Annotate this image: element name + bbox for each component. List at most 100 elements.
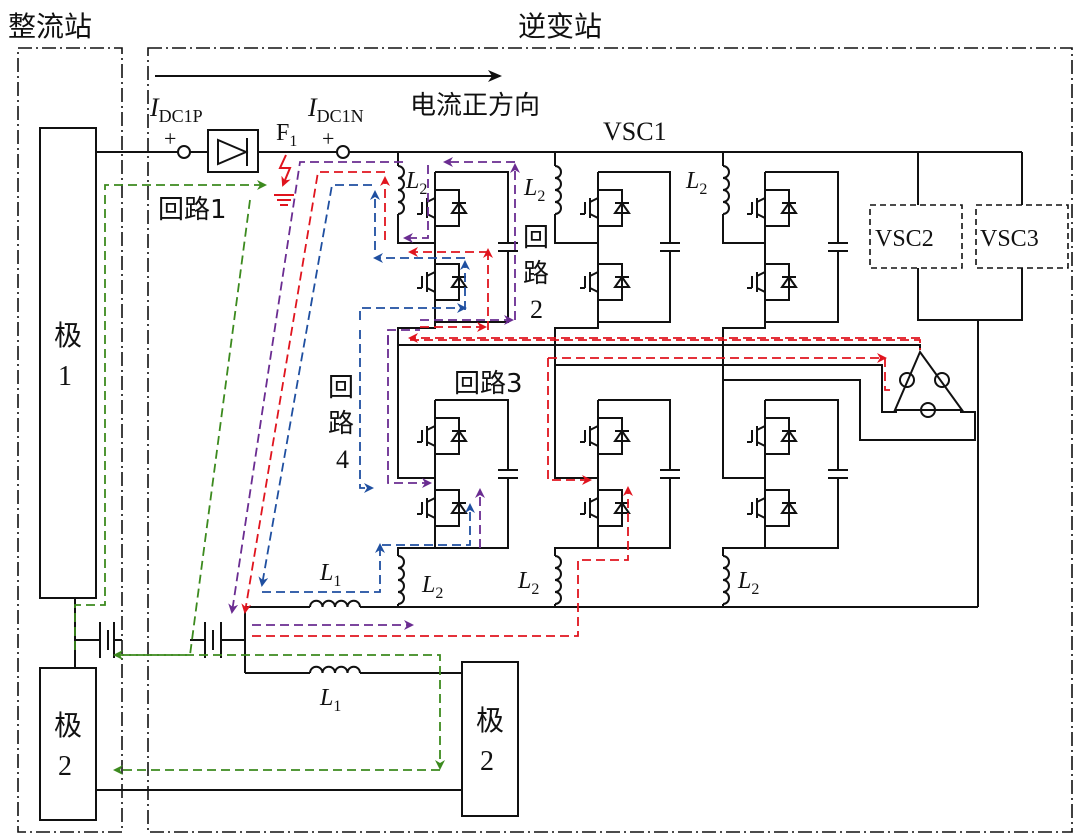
loop2-label-3: 2 — [530, 295, 543, 324]
diode-icon — [613, 201, 631, 214]
submodule-frame — [597, 399, 680, 549]
wire — [722, 547, 765, 556]
diode-icon — [450, 275, 468, 288]
converter-leg-2 — [554, 152, 599, 607]
arm-inductor-icon — [397, 165, 405, 215]
loop-path-red — [241, 171, 921, 637]
meter-p-sign: + — [164, 126, 176, 151]
l2-label: L2 — [517, 568, 539, 598]
converter-leg-3 — [722, 152, 766, 607]
pole-number: 2 — [480, 746, 494, 777]
igbt-icon — [580, 186, 599, 230]
submodule — [747, 171, 848, 323]
diode-icon — [450, 201, 468, 214]
loop1-path-green — [74, 180, 445, 775]
diode-icon — [613, 429, 631, 442]
l1-label: L1 — [319, 560, 341, 590]
rectifier-station-title: 整流站 — [8, 10, 92, 43]
igbt-icon — [580, 260, 599, 304]
vsc1-label: VSC1 — [603, 117, 667, 146]
inverter-pole-2: 极 2 — [461, 661, 519, 817]
diode-valve — [207, 129, 259, 173]
diode-branch — [435, 489, 460, 527]
inverter-station-title: 逆变站 — [518, 10, 602, 43]
igbt-icon — [747, 260, 766, 304]
igbt-icon — [747, 186, 766, 230]
igbt-icon — [747, 486, 766, 530]
loop-path-blue — [258, 184, 475, 593]
loop4-label-2: 路 — [328, 409, 354, 439]
submodule — [747, 399, 848, 549]
arm-inductor-icon — [554, 165, 562, 215]
igbt-icon — [417, 414, 436, 458]
submodule-frame — [764, 171, 848, 323]
igbt-icon — [747, 414, 766, 458]
wire — [397, 322, 436, 345]
igbt-icon — [580, 414, 599, 458]
diode-branch — [765, 489, 790, 527]
loop-path-purple — [228, 157, 520, 630]
diode-icon — [613, 501, 631, 514]
current-direction-label: 电流正方向 — [410, 91, 540, 121]
diode-branch — [765, 189, 790, 227]
submodule — [417, 399, 518, 549]
submodule-frame — [434, 399, 518, 549]
diode-branch — [435, 417, 460, 455]
wire — [554, 365, 598, 479]
submodule-frame — [764, 399, 848, 549]
converter-modules — [309, 152, 848, 674]
pole-label: 极 — [54, 709, 82, 742]
diode-icon — [780, 501, 798, 514]
l2-label: L2 — [685, 168, 707, 198]
diode-icon — [450, 501, 468, 514]
wire — [554, 547, 598, 556]
rectifier-pole-1: 极 1 — [39, 127, 97, 599]
fault-ground-icon — [274, 154, 294, 206]
wire — [397, 345, 435, 479]
l2-label: L2 — [405, 168, 427, 198]
arm-inductor-icon — [397, 555, 405, 605]
pole-number: 2 — [58, 751, 72, 782]
vsc2-block: VSC2 — [869, 204, 963, 269]
loop2-label-1: 回 — [523, 223, 549, 253]
smoothing-inductor-icon — [309, 599, 361, 608]
arm-inductor-icon — [722, 555, 730, 605]
current-meter-n — [336, 145, 350, 159]
loop3-label: 回路3 — [454, 369, 523, 399]
wire — [722, 380, 765, 479]
igbt-icon — [417, 260, 436, 304]
l2-label: L2 — [737, 568, 759, 598]
meter-n-sign: + — [322, 126, 334, 151]
wire — [722, 214, 765, 244]
submodule-frame — [434, 171, 518, 323]
submodule — [580, 399, 680, 549]
dc-wiring — [74, 129, 1023, 791]
vsc2-label: VSC2 — [875, 226, 934, 252]
meter-n-label: IDC1N — [307, 93, 364, 126]
arm-inductor-icon — [722, 165, 730, 215]
smoothing-inductor-icon — [309, 665, 361, 674]
l2-label: L2 — [523, 175, 545, 205]
delta-winding-icon — [893, 349, 964, 411]
meter-p-label: IDC1P — [149, 93, 203, 126]
pole-label: 极 — [54, 319, 82, 352]
arm-inductor-icon — [554, 555, 562, 605]
vsc3-block: VSC3 — [975, 204, 1069, 269]
wire — [554, 214, 598, 244]
wire — [554, 322, 599, 365]
l1-label: L1 — [319, 685, 341, 715]
wire — [397, 547, 435, 556]
diode-icon — [613, 275, 631, 288]
converter-leg-1 — [397, 152, 436, 607]
diode-icon — [780, 275, 798, 288]
loop2-label-2: 路 — [523, 259, 549, 289]
pole-number: 1 — [58, 361, 72, 392]
submodule — [580, 171, 680, 323]
diode-branch — [435, 189, 460, 227]
current-meter-p — [177, 145, 191, 159]
vsc3-label: VSC3 — [980, 226, 1039, 252]
wire — [722, 322, 766, 380]
diode-branch — [435, 263, 460, 301]
